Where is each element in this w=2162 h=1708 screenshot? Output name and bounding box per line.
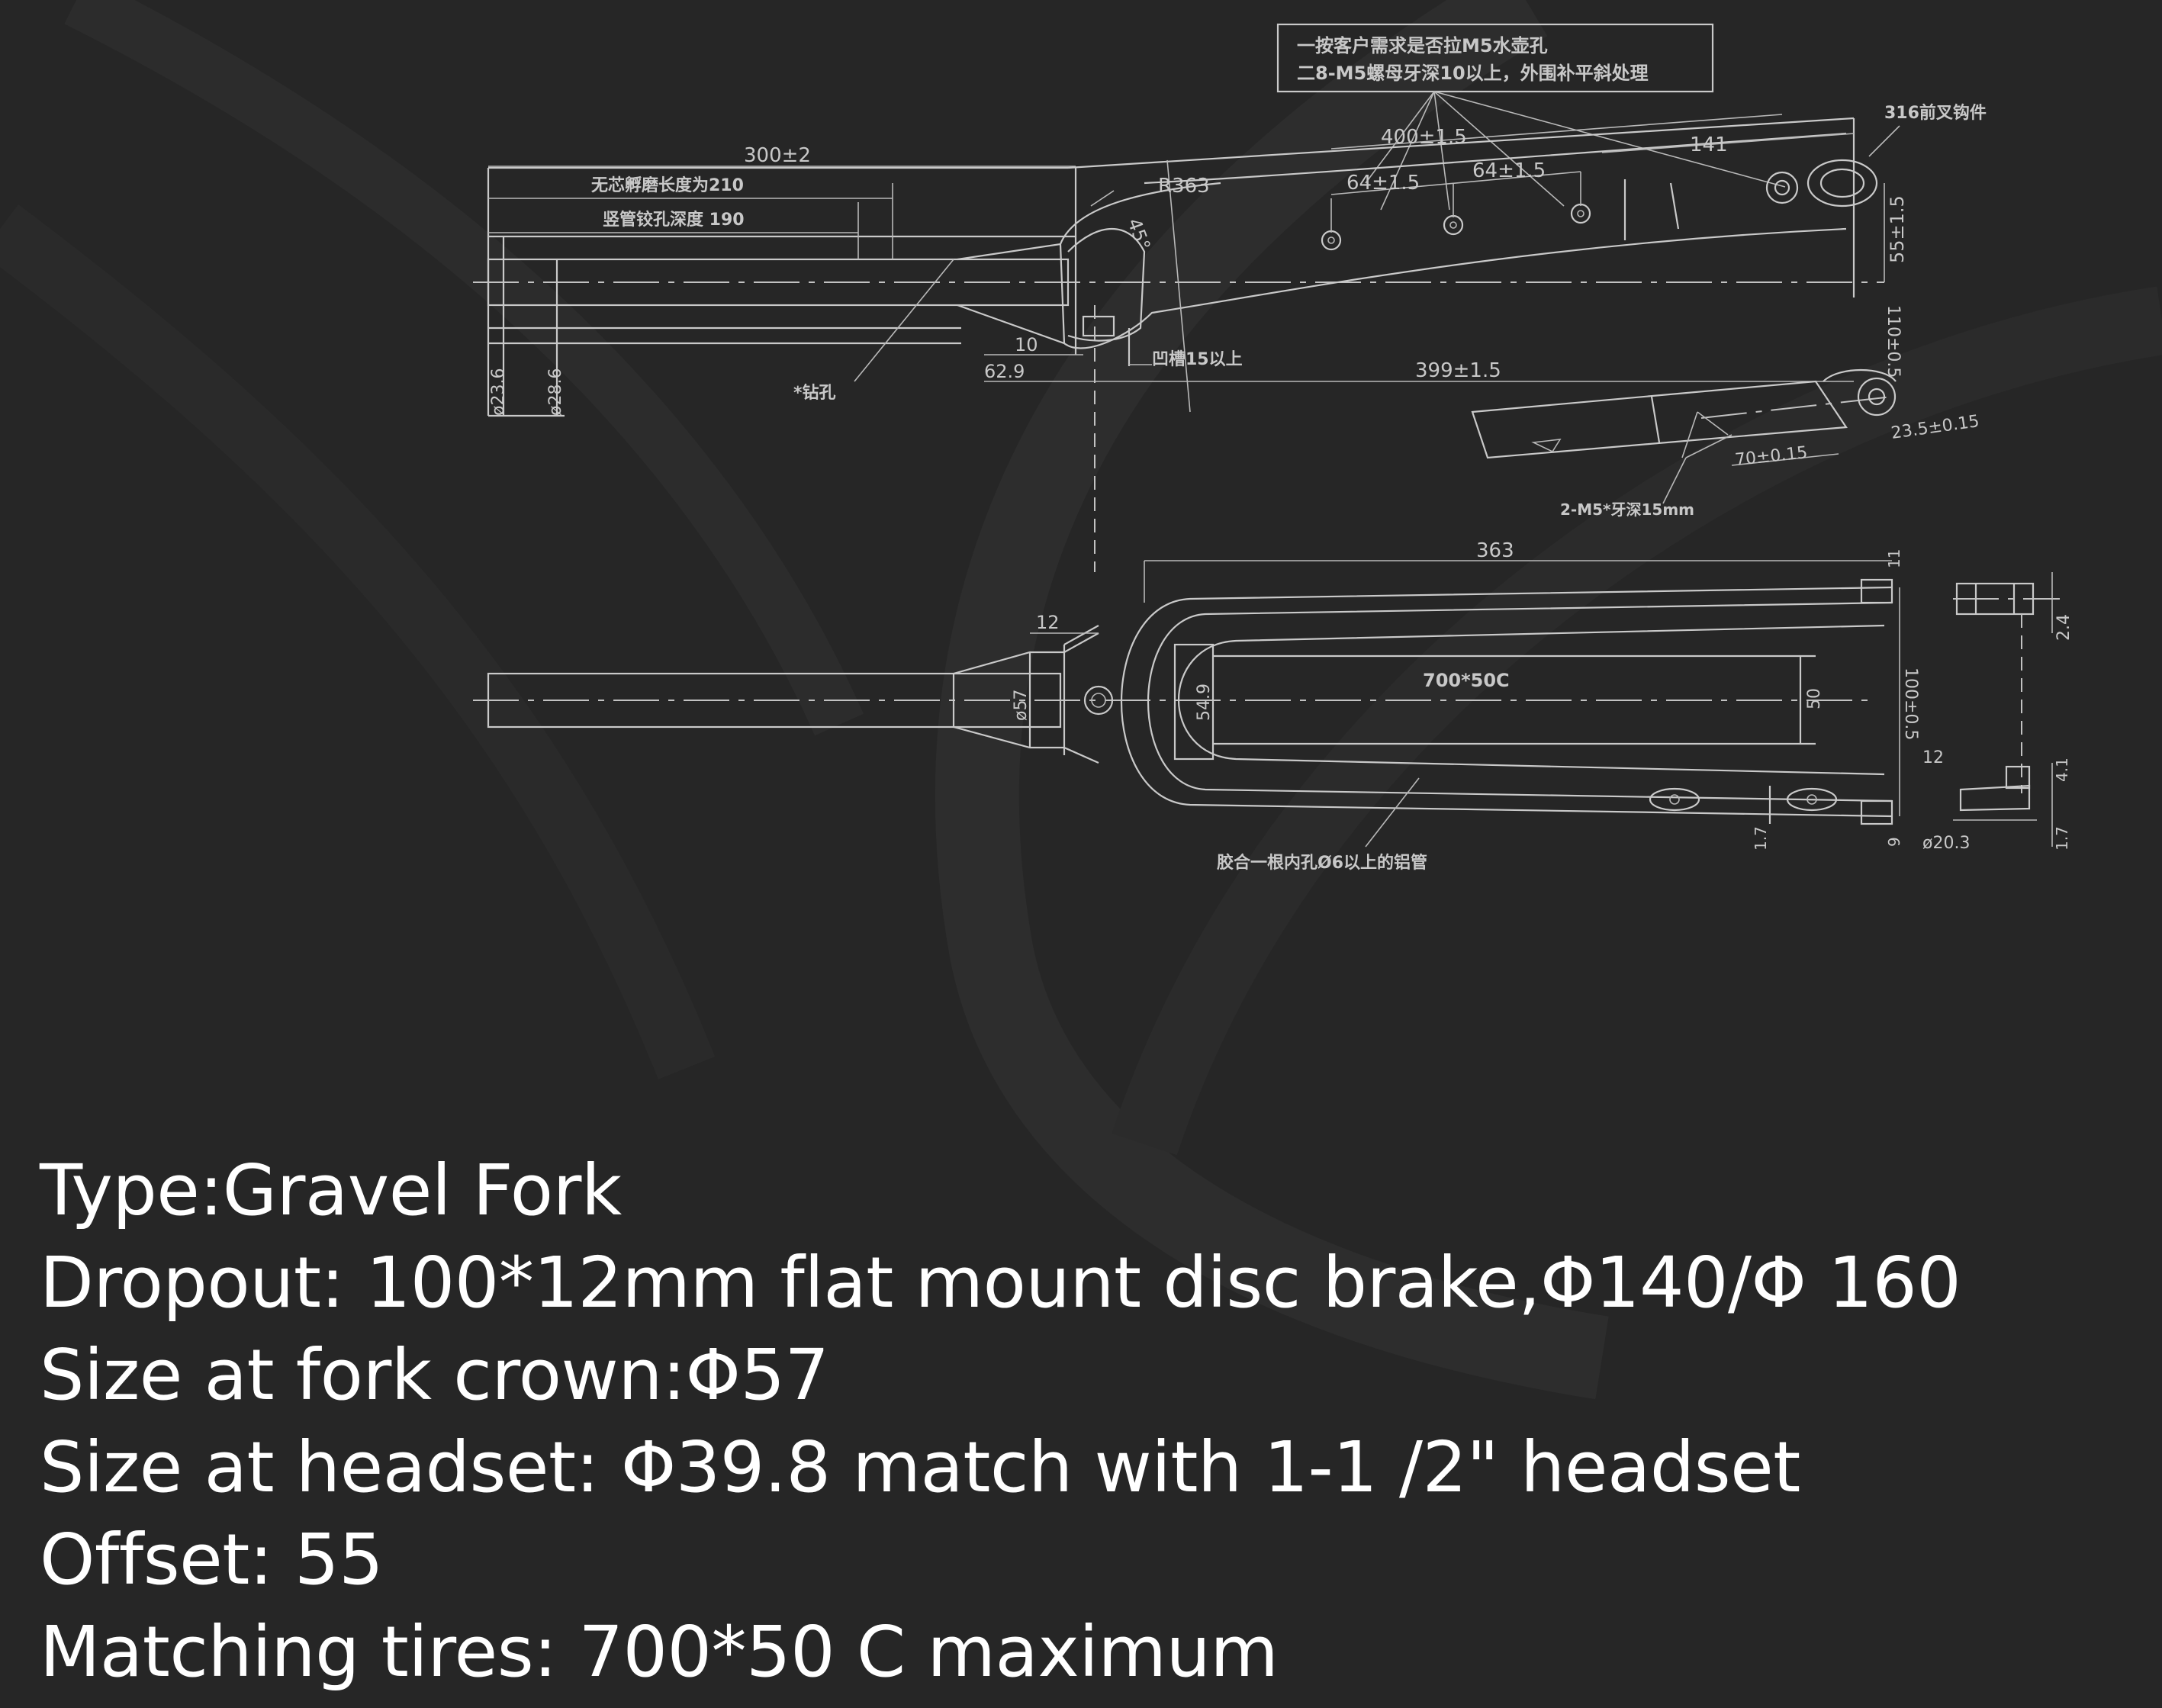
- dim-front-11: 11: [1885, 549, 1903, 568]
- front-view: 54.9 700*50C 50 363 12 ø57 100±0.5 11 9 …: [473, 539, 1920, 873]
- spec-headset: Size at headset: Φ39.8 match with 1-1 /2…: [40, 1427, 1800, 1508]
- callout-tube-note: 胶合一根内孔Ø6以上的铝管: [1217, 853, 1427, 873]
- tire-label: 700*50C: [1423, 670, 1510, 691]
- dropout-detail: 70±0.15 23.5±0.15 2-M5*牙深15mm: [1471, 369, 1980, 519]
- callout-dropout-part: 316前叉钩件: [1884, 103, 1987, 123]
- spec-fork-crown: Size at fork crown:Φ57: [40, 1334, 829, 1416]
- dim-angle: 45°: [1123, 215, 1154, 253]
- spec-type: Type:Gravel Fork: [40, 1150, 622, 1231]
- dim-dia-upper: ø28.6: [546, 368, 565, 416]
- dim-crown-10: 10: [1015, 334, 1038, 355]
- dim-axle-12: 12: [1922, 748, 1944, 767]
- dim-detail-4-1: 4.1: [2053, 758, 2071, 782]
- dim-mount-1: 64±1.5: [1346, 172, 1420, 195]
- note-line-2: 二8-M5螺母牙深10以上，外围补平斜处理: [1297, 63, 1649, 84]
- note-line-1: 一按客户需求是否拉M5水壶孔: [1297, 35, 1548, 56]
- spec-tires: Matching tires: 700*50 C maximum: [40, 1611, 1279, 1693]
- dim-vertical-dropout: 110±0.5: [1884, 305, 1903, 378]
- side-view: 300±2 无芯孵磨长度为210 竖管铰孔深度 190 ø23.6 ø28.6 …: [473, 103, 1987, 572]
- dim-mount-span: 400±1.5: [1381, 126, 1467, 149]
- dim-front-length: 363: [1476, 539, 1514, 562]
- dim-front-9: 9: [1885, 837, 1903, 847]
- spec-offset: Offset: 55: [40, 1519, 384, 1600]
- callout-thread-note: 2-M5*牙深15mm: [1560, 500, 1694, 519]
- callout-steerer-hole: 竖管铰孔深度 190: [603, 210, 745, 230]
- dim-front-dia57: ø57: [1012, 690, 1031, 721]
- spec-dropout: Dropout: 100*12mm flat mount disc brake,…: [40, 1242, 1961, 1324]
- dim-front-50: 50: [1805, 688, 1824, 709]
- axle-detail: 2.4 12 4.1 1.7 ø20.3: [1922, 572, 2074, 853]
- dim-crown-62: 62.9: [984, 361, 1025, 382]
- dim-detail-dia: ø20.3: [1922, 834, 1970, 853]
- callout-steerer-length: 无芯孵磨长度为210: [591, 175, 744, 195]
- dim-brake-23: 23.5±0.15: [1890, 412, 1980, 443]
- dim-front-54: 54.9: [1195, 684, 1214, 721]
- dim-detail-1-7: 1.7: [2053, 826, 2071, 851]
- dim-axle-width: 100±0.5: [1901, 667, 1920, 740]
- dim-radius: R363: [1158, 175, 1210, 198]
- callout-crown-thickness: 凹槽15以上: [1152, 350, 1243, 369]
- fork-technical-drawing: 一按客户需求是否拉M5水壶孔 二8-M5螺母牙深10以上，外围补平斜处理 300…: [473, 23, 2074, 873]
- dim-brake-70: 70±0.15: [1734, 443, 1809, 470]
- dim-front-12: 12: [1036, 612, 1060, 633]
- dim-offset: 55±1.5: [1887, 195, 1908, 263]
- note-box: 一按客户需求是否拉M5水壶孔 二8-M5螺母牙深10以上，外围补平斜处理: [1276, 23, 1786, 211]
- dim-lower-length: 399±1.5: [1415, 359, 1501, 382]
- spec-list: Type:Gravel Fork Dropout: 100*12mm flat …: [40, 1144, 1961, 1698]
- dim-tip-length: 141: [1690, 133, 1728, 156]
- dim-front-1-7: 1.7: [1752, 826, 1770, 851]
- dim-steerer-total: 300±2: [744, 144, 811, 167]
- callout-bottle-hole: *钻孔: [793, 383, 836, 403]
- dim-mount-2: 64±1.5: [1472, 159, 1546, 182]
- dim-detail-2-4: 2.4: [2054, 614, 2074, 641]
- dim-dia-lower: ø23.6: [489, 368, 508, 416]
